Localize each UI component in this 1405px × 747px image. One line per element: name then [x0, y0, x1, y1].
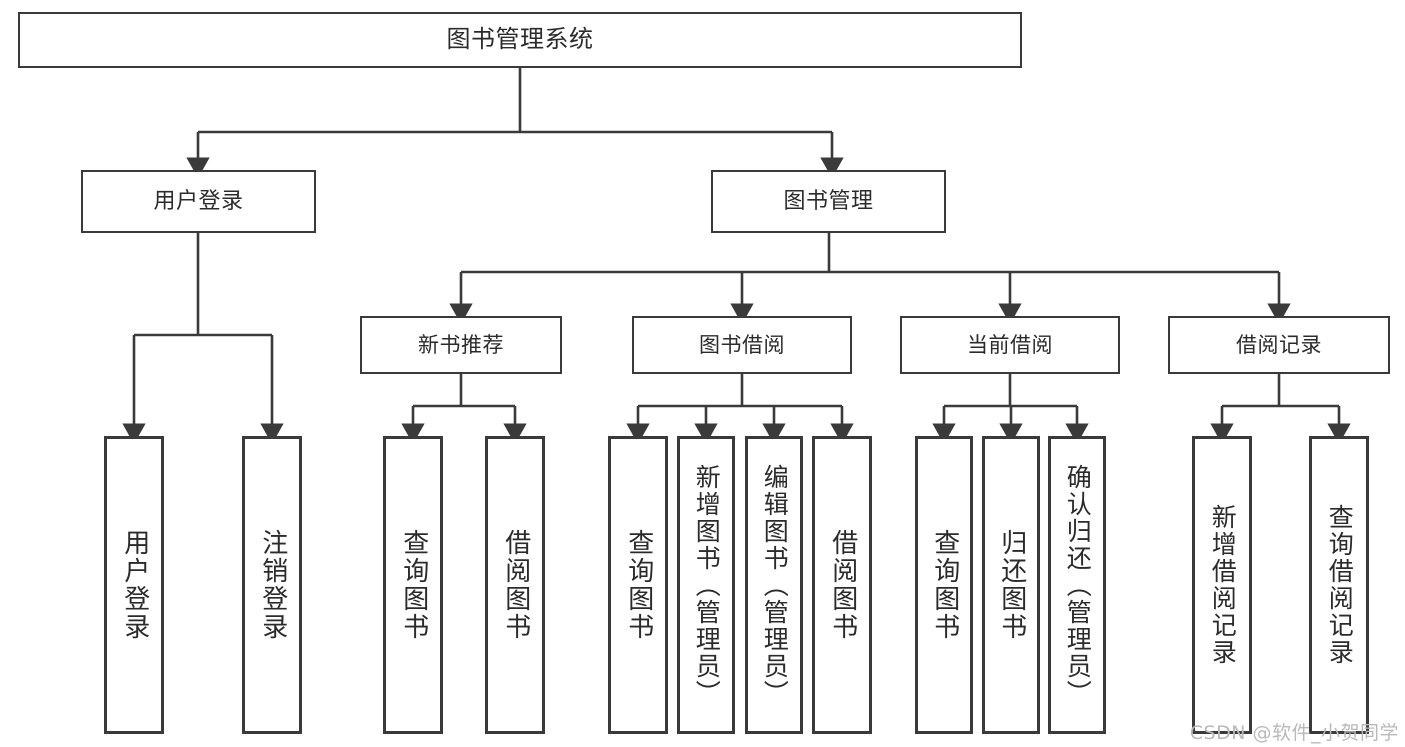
- node-label: 借阅记录: [1236, 332, 1322, 357]
- node-label: 归还图书: [996, 529, 1027, 641]
- leaf-borrow-book[interactable]: 借阅图书: [812, 436, 872, 734]
- leaf-query-borrow-record[interactable]: 查询借阅记录: [1309, 436, 1369, 734]
- node-label: 注销登录: [257, 529, 288, 641]
- node-label: 用户登录: [119, 529, 150, 641]
- leaf-query-book-recommend[interactable]: 查询图书: [383, 436, 443, 734]
- node-book-management[interactable]: 图书管理: [711, 170, 946, 233]
- node-label: 图书借阅: [699, 332, 785, 357]
- node-label: 查询图书: [929, 529, 960, 641]
- leaf-add-book-admin[interactable]: 新增图书（管理员）: [677, 436, 735, 734]
- leaf-user-login[interactable]: 用户登录: [104, 436, 164, 734]
- node-label: 图书管理: [783, 188, 874, 214]
- node-label: 编辑图书（管理员）: [760, 463, 790, 707]
- node-label: 图书管理系统: [446, 25, 594, 54]
- node-new-book-recommend[interactable]: 新书推荐: [360, 316, 562, 374]
- node-borrow-record[interactable]: 借阅记录: [1168, 316, 1390, 374]
- leaf-query-book-current[interactable]: 查询图书: [915, 436, 973, 734]
- node-label: 新书推荐: [418, 332, 504, 357]
- node-current-borrow[interactable]: 当前借阅: [900, 316, 1120, 374]
- node-label: 当前借阅: [967, 332, 1053, 357]
- csdn-watermark: CSDN @软件_小贺同学: [1189, 722, 1399, 744]
- node-label: 新增图书（管理员）: [692, 463, 722, 707]
- leaf-query-book-borrow[interactable]: 查询图书: [608, 436, 668, 734]
- leaf-confirm-return-admin[interactable]: 确认归还（管理员）: [1048, 436, 1106, 734]
- node-label: 查询图书: [623, 529, 654, 641]
- leaf-borrow-book-recommend[interactable]: 借阅图书: [485, 436, 545, 734]
- node-label: 查询借阅记录: [1325, 504, 1355, 666]
- node-root-system[interactable]: 图书管理系统: [18, 12, 1022, 68]
- node-label: 查询图书: [398, 529, 429, 641]
- node-label: 借阅图书: [500, 529, 531, 641]
- node-label: 新增借阅记录: [1208, 504, 1238, 666]
- leaf-add-borrow-record[interactable]: 新增借阅记录: [1192, 436, 1252, 734]
- node-user-login[interactable]: 用户登录: [81, 170, 316, 233]
- leaf-edit-book-admin[interactable]: 编辑图书（管理员）: [745, 436, 803, 734]
- leaf-logout[interactable]: 注销登录: [242, 436, 302, 734]
- node-label: 确认归还（管理员）: [1063, 463, 1093, 707]
- node-label: 用户登录: [153, 188, 244, 214]
- node-book-borrow[interactable]: 图书借阅: [632, 316, 852, 374]
- node-label: 借阅图书: [827, 529, 858, 641]
- leaf-return-book[interactable]: 归还图书: [982, 436, 1040, 734]
